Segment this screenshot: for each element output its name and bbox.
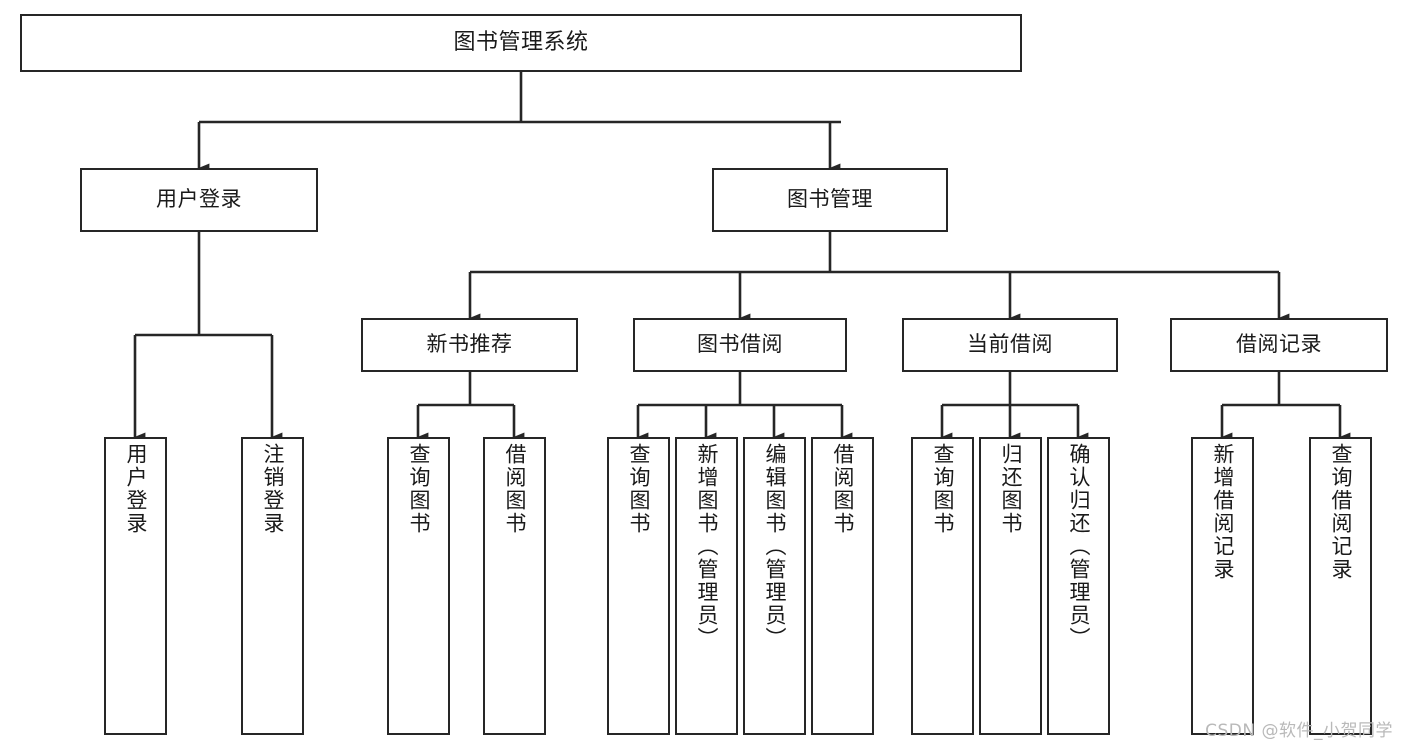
node-book-management[interactable]: 图书管理	[712, 168, 948, 232]
node-label: 图书管理系统	[453, 29, 589, 55]
node-label: 注销登录	[261, 443, 285, 535]
leaf-current-query-book[interactable]: 查询图书	[911, 437, 974, 735]
node-label: 用户登录	[124, 443, 148, 535]
node-label: 当前借阅	[967, 332, 1053, 357]
leaf-borrow-borrow-book[interactable]: 借阅图书	[811, 437, 874, 735]
node-label: 借阅图书	[831, 443, 855, 535]
leaf-recommend-borrow-book[interactable]: 借阅图书	[483, 437, 546, 735]
node-current-borrow[interactable]: 当前借阅	[902, 318, 1118, 372]
node-user-login[interactable]: 用户登录	[80, 168, 318, 232]
node-label: 查询图书	[931, 443, 955, 535]
node-new-book-recommend[interactable]: 新书推荐	[361, 318, 578, 372]
node-label: 确认归还（管理员）	[1067, 443, 1091, 650]
node-label: 新书推荐	[426, 332, 513, 357]
node-label: 查询图书	[407, 443, 431, 535]
leaf-user-login-login[interactable]: 用户登录	[104, 437, 167, 735]
leaf-user-login-logout[interactable]: 注销登录	[241, 437, 304, 735]
leaf-borrow-add-book-admin[interactable]: 新增图书（管理员）	[675, 437, 738, 735]
node-label: 查询借阅记录	[1329, 443, 1353, 581]
node-root-system[interactable]: 图书管理系统	[20, 14, 1022, 72]
watermark-text: CSDN @软件_小贺同学	[1205, 721, 1393, 741]
node-label: 新增借阅记录	[1211, 443, 1235, 581]
leaf-borrow-query-book[interactable]: 查询图书	[607, 437, 670, 735]
node-label: 图书管理	[787, 187, 873, 212]
node-label: 借阅记录	[1236, 332, 1322, 357]
node-label: 编辑图书（管理员）	[763, 443, 787, 650]
node-label: 新增图书（管理员）	[695, 443, 719, 650]
leaf-current-return-book[interactable]: 归还图书	[979, 437, 1042, 735]
leaf-borrow-edit-book-admin[interactable]: 编辑图书（管理员）	[743, 437, 806, 735]
node-label: 归还图书	[999, 443, 1023, 535]
node-label: 查询图书	[627, 443, 651, 535]
leaf-record-query-record[interactable]: 查询借阅记录	[1309, 437, 1372, 735]
leaf-current-confirm-return-admin[interactable]: 确认归还（管理员）	[1047, 437, 1110, 735]
leaf-recommend-query-book[interactable]: 查询图书	[387, 437, 450, 735]
node-label: 用户登录	[156, 187, 242, 212]
node-book-borrow[interactable]: 图书借阅	[633, 318, 847, 372]
node-label: 图书借阅	[697, 332, 783, 357]
node-borrow-record[interactable]: 借阅记录	[1170, 318, 1388, 372]
node-label: 借阅图书	[503, 443, 527, 535]
leaf-record-add-record[interactable]: 新增借阅记录	[1191, 437, 1254, 735]
